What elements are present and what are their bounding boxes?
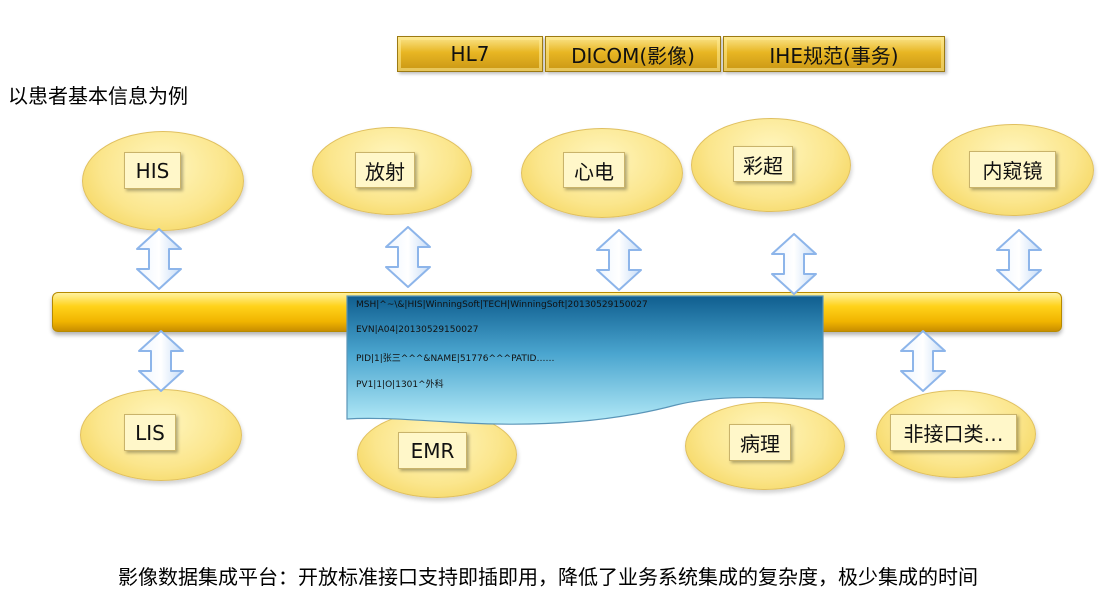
caption-text: 影像数据集成平台：开放标准接口支持即插即用，降低了业务系统集成的复杂度，极少集成… [118,565,978,589]
double-arrow-icon [996,229,1042,291]
double-arrow-icon [138,330,184,392]
node-endoscope-label: 内窥镜 [969,151,1056,188]
tab-dicom: DICOM(影像) [545,36,721,72]
intro-text: 以患者基本信息为例 [8,84,188,108]
double-arrow-icon [771,233,817,295]
hl7-message-shape [346,295,824,425]
node-nonintf-label: 非接口类… [890,414,1017,451]
tab-hl7: HL7 [397,36,543,72]
hl7-evn-line: EVN|A04|20130529150027 [356,325,479,335]
node-lis-label: LIS [124,414,176,451]
node-pathology-label: 病理 [729,424,791,461]
tab-ihe: IHE规范(事务) [723,36,945,72]
hl7-msh-line: MSH|^~\&|HIS|WinningSoft|TECH|WinningSof… [356,300,648,310]
node-ultrasound-label: 彩超 [733,146,793,182]
node-pathology-ellipse [685,402,845,490]
hl7-pv1-line: PV1|1|O|1301^外科 [356,380,444,390]
node-ecg-label: 心电 [563,152,625,188]
double-arrow-icon [900,330,946,392]
hl7-pid-line: PID|1|张三^^^&NAME|51776^^^PATID…… [356,354,555,364]
node-radiology-label: 放射 [355,152,415,188]
node-emr-label: EMR [398,432,467,469]
double-arrow-icon [136,228,182,290]
double-arrow-icon [385,226,431,288]
double-arrow-icon [596,229,642,291]
node-his-label: HIS [124,152,181,189]
